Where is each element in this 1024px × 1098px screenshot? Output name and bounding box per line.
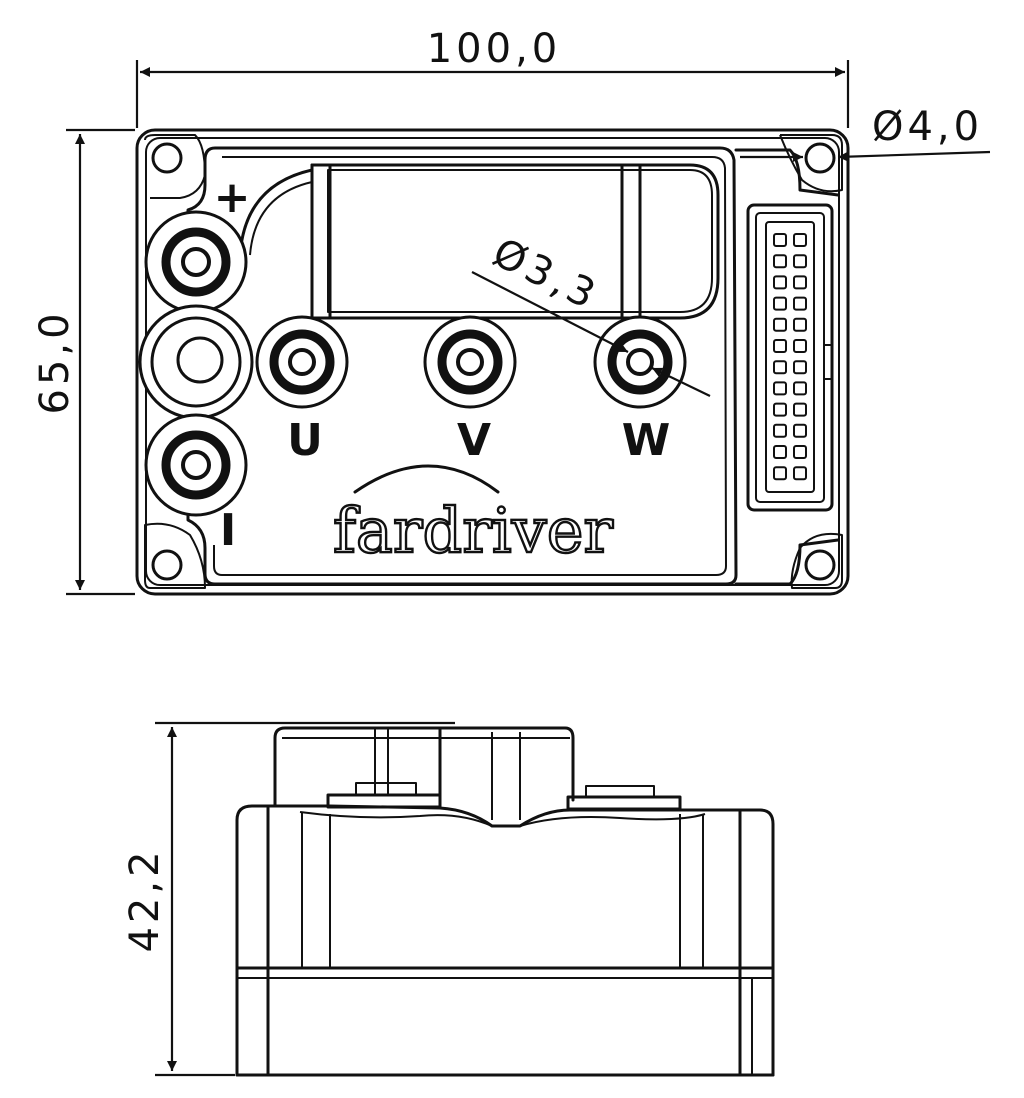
connector-pin bbox=[773, 445, 787, 459]
housing-outline bbox=[135, 128, 850, 596]
mount-hole-dimension: Ø4,0 bbox=[740, 104, 991, 162]
depth-dimension: 42,2 bbox=[122, 721, 455, 1077]
connector-pin bbox=[773, 360, 787, 375]
mounting-hole-bottom-right bbox=[804, 549, 836, 581]
connector-pin bbox=[773, 254, 787, 269]
connector-pin bbox=[773, 339, 787, 353]
connector-pin bbox=[793, 275, 807, 290]
mounting-hole-bottom-left bbox=[151, 549, 183, 581]
depth-dimension-label: 42,2 bbox=[122, 847, 168, 952]
connector-pin bbox=[793, 466, 807, 481]
connector-pin bbox=[773, 275, 787, 290]
connector-pin bbox=[773, 317, 787, 332]
connector-pins bbox=[773, 233, 807, 481]
side-boss-right bbox=[566, 795, 682, 811]
label-v: V bbox=[457, 415, 491, 466]
connector-pin bbox=[793, 423, 807, 438]
top-view: 100,0 65,0 bbox=[32, 26, 991, 596]
connector-pin bbox=[773, 381, 787, 396]
connector-pin bbox=[773, 402, 787, 417]
terminal-negative bbox=[144, 413, 248, 517]
width-dimension-label: 100,0 bbox=[427, 26, 562, 72]
brand-logo: fardriver bbox=[333, 494, 613, 567]
connector-pin bbox=[793, 360, 807, 375]
connector-pin bbox=[773, 466, 787, 481]
signal-connector bbox=[746, 203, 834, 512]
terminal-u bbox=[255, 315, 349, 409]
mount-hole-dimension-label: Ø4,0 bbox=[872, 104, 983, 150]
width-dimension: 100,0 bbox=[135, 26, 850, 128]
connector-ledge bbox=[734, 148, 840, 586]
connector-pin bbox=[793, 233, 807, 247]
terminal-hole-dimension-label: Ø3,3 bbox=[486, 230, 606, 320]
height-dimension-label: 65,0 bbox=[32, 309, 78, 414]
side-top-block bbox=[273, 726, 575, 807]
height-dimension: 65,0 bbox=[32, 128, 135, 596]
mounting-holes bbox=[144, 134, 843, 589]
connector-pin bbox=[793, 254, 807, 269]
connector-pin bbox=[773, 233, 787, 247]
mounting-hole-top-right bbox=[804, 142, 836, 174]
label-w: W bbox=[622, 415, 671, 466]
connector-pin bbox=[793, 402, 807, 417]
label-u: U bbox=[287, 415, 323, 466]
connector-pin bbox=[793, 445, 807, 459]
logo-arc bbox=[353, 464, 500, 494]
busbar-window bbox=[310, 163, 720, 320]
side-view: 42,2 bbox=[122, 721, 775, 1077]
connector-pin bbox=[793, 296, 807, 311]
cover-plate-inner bbox=[213, 156, 727, 576]
connector-pin bbox=[793, 317, 807, 332]
connector-pin bbox=[773, 423, 787, 438]
terminal-positive bbox=[144, 210, 248, 314]
connector-pin bbox=[773, 296, 787, 311]
mounting-hole-top-left bbox=[151, 142, 183, 174]
connector-pin bbox=[793, 381, 807, 396]
label-positive: + bbox=[214, 172, 251, 223]
side-main-body bbox=[235, 804, 775, 970]
connector-pin bbox=[793, 339, 807, 353]
terminal-w bbox=[593, 315, 687, 409]
terminal-blank bbox=[138, 304, 254, 420]
label-negative: I bbox=[220, 505, 236, 556]
terminal-v bbox=[423, 315, 517, 409]
